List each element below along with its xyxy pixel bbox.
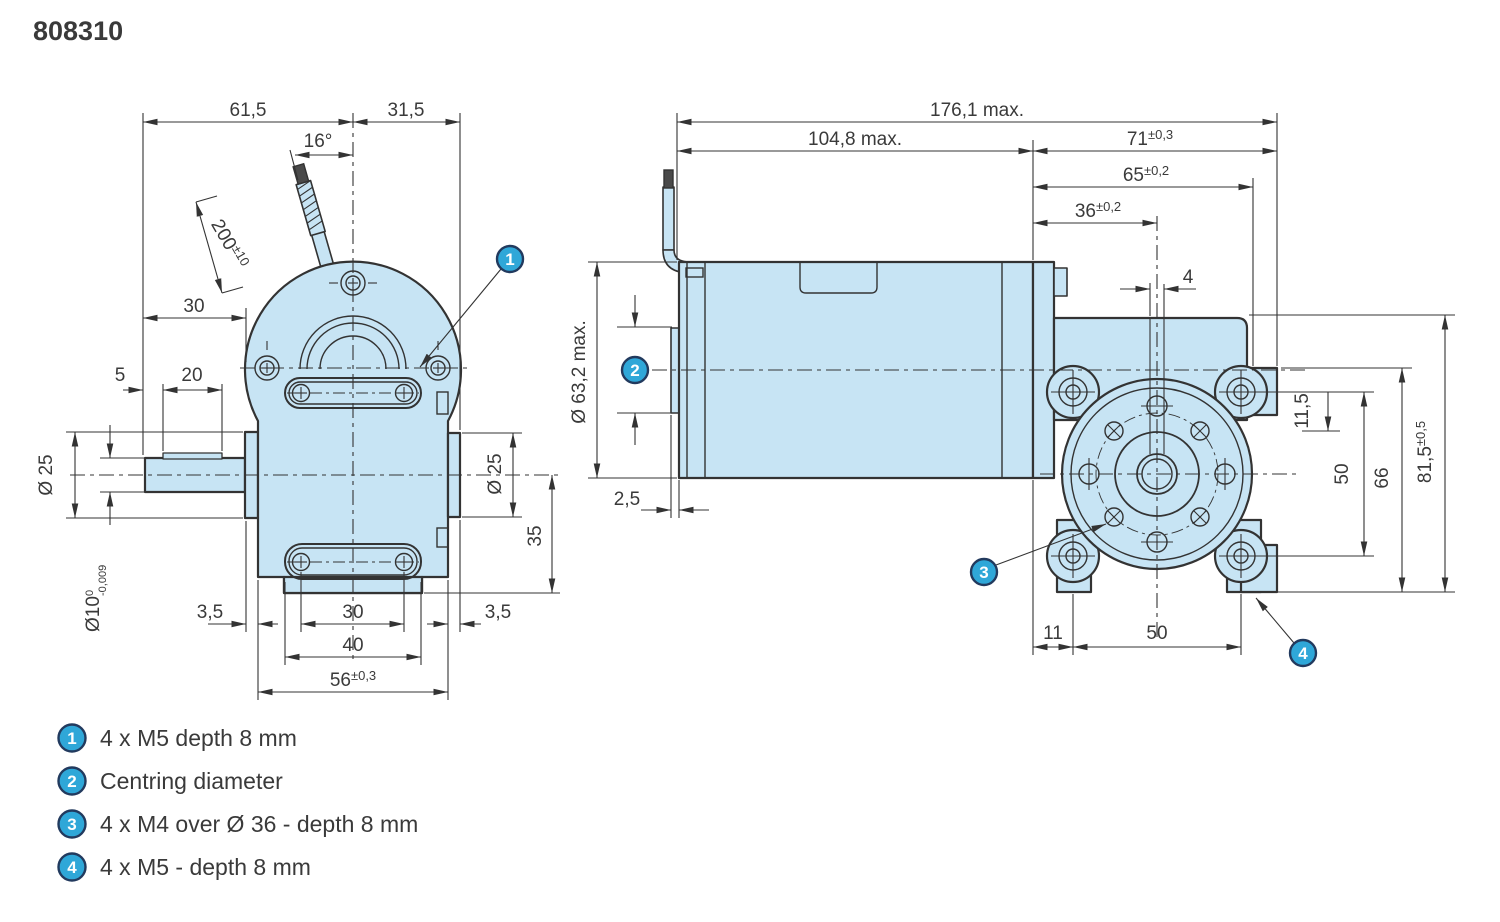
legend-badge-2-icon xyxy=(57,766,87,796)
dim-11: 11 xyxy=(1043,623,1063,644)
front-view-outline xyxy=(143,260,463,595)
dim-81-5: 81,5±0,5 xyxy=(1413,421,1436,483)
side-cable-tip xyxy=(663,169,674,189)
dim-total-length: 176,1 max. xyxy=(930,100,1024,121)
dim-36: 36±0,2 xyxy=(1075,199,1121,222)
svg-text:3: 3 xyxy=(979,563,988,582)
dim-front-30: 30 xyxy=(183,296,204,317)
svg-text:4: 4 xyxy=(1298,644,1308,663)
callout-2-badge: 2 xyxy=(620,355,650,385)
legend-item-2: 2 xyxy=(57,766,87,796)
dim-motor-length: 104,8 max. xyxy=(808,129,902,150)
dim-boss-2-5: 2,5 xyxy=(614,489,640,510)
legend-text-1: 4 x M5 depth 8 mm xyxy=(100,725,297,751)
dim-cable-angle: 16° xyxy=(304,131,333,152)
dim-lip-right: 3,5 xyxy=(485,602,511,623)
legend: 1 4 x M5 depth 8 mm 2 Centring diameter … xyxy=(57,723,418,882)
front-cable xyxy=(292,162,337,277)
legend-badge-1-icon xyxy=(57,723,87,753)
dim-motor-diameter: Ø 63,2 max. xyxy=(569,320,590,424)
dim-shaft-diameter: Ø100-0,009 xyxy=(83,565,109,632)
svg-text:3: 3 xyxy=(67,815,76,834)
dim-50-horizontal: 50 xyxy=(1146,623,1167,644)
dim-width-56: 56±0,3 xyxy=(330,668,376,691)
m5-ear-holes xyxy=(1051,370,1263,578)
m4-screws xyxy=(1104,421,1210,527)
dim-66: 66 xyxy=(1372,467,1393,488)
callout-1-leader xyxy=(419,268,502,368)
side-view-dimensions: 176,1 max. 104,8 max. 71±0,3 65±0,2 36±0… xyxy=(569,100,1455,655)
housing-body xyxy=(243,260,463,595)
side-view: 176,1 max. 104,8 max. 71±0,3 65±0,2 36±0… xyxy=(569,100,1455,668)
dim-65: 65±0,2 xyxy=(1123,163,1169,186)
svg-text:2: 2 xyxy=(630,361,639,380)
dim-width-40: 40 xyxy=(342,635,363,656)
legend-item-3: 3 xyxy=(57,809,87,839)
legend-badge-4-icon xyxy=(57,852,87,882)
legend-item-4: 4 xyxy=(57,852,87,882)
legend-item-1: 1 xyxy=(57,723,87,753)
svg-text:1: 1 xyxy=(505,250,514,269)
side-view-outline xyxy=(670,260,1279,594)
callout-4-badge: 4 xyxy=(1288,638,1318,668)
dim-front-width-right: 31,5 xyxy=(388,100,425,121)
dim-shaft-5: 5 xyxy=(115,365,126,386)
callout-1-badge: 1 xyxy=(495,244,525,274)
front-cable-tip xyxy=(292,162,310,185)
legend-text-4: 4 x M5 - depth 8 mm xyxy=(100,854,311,880)
dim-shaft-20: 20 xyxy=(181,365,202,386)
front-view: 61,5 31,5 16° 200±10 30 5 20 Ø 25 Ø100-0… xyxy=(36,100,562,700)
legend-badge-3-icon xyxy=(57,809,87,839)
dim-gear-length: 71±0,3 xyxy=(1127,127,1173,150)
legend-text-2: Centring diameter xyxy=(100,768,283,794)
dim-height-35: 35 xyxy=(525,525,546,546)
dim-front-width-left: 61,5 xyxy=(230,100,267,121)
part-number: 808310 xyxy=(33,16,123,46)
dim-50-vertical: 50 xyxy=(1332,463,1353,484)
svg-text:2: 2 xyxy=(67,772,76,791)
callout-3-badge: 3 xyxy=(969,557,999,587)
legend-text-3: 4 x M4 over Ø 36 - depth 8 mm xyxy=(100,811,418,837)
dim-offset-4: 4 xyxy=(1183,267,1194,288)
svg-text:4: 4 xyxy=(67,858,77,877)
dim-boss-diameter: Ø 25 xyxy=(36,454,57,495)
callout-4-leader xyxy=(1255,597,1295,644)
flange-face xyxy=(652,216,1308,640)
dim-11-5: 11,5 xyxy=(1292,393,1313,429)
dim-lip-left: 3,5 xyxy=(197,602,223,623)
svg-text:1: 1 xyxy=(67,729,76,748)
front-view-details xyxy=(70,113,562,660)
front-view-dimensions: 61,5 31,5 16° 200±10 30 5 20 Ø 25 Ø100-0… xyxy=(36,100,560,700)
dim-hub-diameter: Ø 25 xyxy=(485,453,506,494)
callout-3-leader xyxy=(995,523,1107,566)
dim-holes-30: 30 xyxy=(342,602,363,623)
